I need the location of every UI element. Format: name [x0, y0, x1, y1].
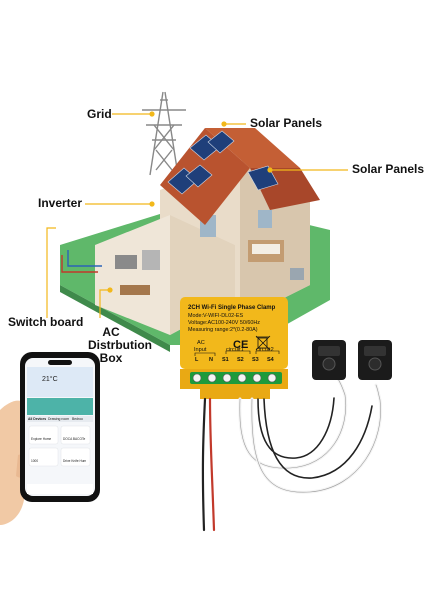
callout-lines [46, 111, 348, 318]
phone-tab[interactable]: Bedroo [72, 417, 83, 421]
phone-device-card[interactable]: 1000 [31, 459, 39, 463]
device-input-sub: Input [194, 347, 207, 353]
energy-meter-device [180, 297, 288, 399]
phone-device-card[interactable]: Explore Home [31, 437, 52, 441]
callout-ac-line2: Distrbution [88, 338, 152, 352]
svg-text:CE: CE [233, 339, 248, 351]
device-circuit1: circuit1 [226, 347, 244, 353]
device-model: Mode:V-WIFI-DL02-ES [188, 313, 244, 319]
callout-solar-panels-top: Solar Panels [250, 116, 323, 130]
phone-tab[interactable]: Drawing room [48, 417, 70, 421]
callout-solar-panels-right: Solar Panels [352, 162, 424, 176]
wires [201, 373, 383, 532]
phone-tab[interactable]: All Devices [28, 417, 47, 421]
device-circuit2: circuit2 [256, 347, 274, 353]
ce-mark-icon: CE [233, 339, 248, 351]
callout-ac-line1: AC [102, 325, 120, 339]
device-input-label: AC [197, 340, 205, 346]
callout-ac-distribution-box: AC Distrbution Box [88, 325, 152, 365]
terminal-label: S4 [267, 357, 274, 363]
terminal-label: S1 [222, 357, 229, 363]
terminal-label: N [209, 357, 213, 363]
grid-tower [142, 91, 186, 176]
terminal-label: S3 [252, 357, 259, 363]
phone-device-card[interactable]: DOCA BACOTe [63, 437, 86, 441]
house-wiring [61, 250, 102, 273]
callout-switch-board: Switch board [8, 315, 84, 329]
phone-temperature: 21°C [42, 376, 58, 383]
terminal-label: L [195, 357, 199, 363]
callout-grid: Grid [87, 107, 112, 121]
callout-ac-line3: Box [99, 351, 123, 365]
solar-panels [167, 130, 279, 195]
device-title: 2CH Wi-Fi Single Phase Clamp [188, 305, 276, 311]
device-voltage: Voltage:AC100-240V 50/60Hz [188, 320, 260, 326]
callout-inverter: Inverter [38, 196, 83, 210]
terminal-label: S2 [237, 357, 244, 363]
phone-device-card[interactable]: Drive Knife Hum [63, 459, 87, 463]
wheelie-bin-icon [255, 335, 271, 351]
phone [20, 352, 100, 502]
ct-clamp-left [312, 340, 346, 380]
ct-clamp-right [358, 340, 392, 380]
device-range: Measuring range:2*(0.2-80A) [188, 327, 258, 333]
